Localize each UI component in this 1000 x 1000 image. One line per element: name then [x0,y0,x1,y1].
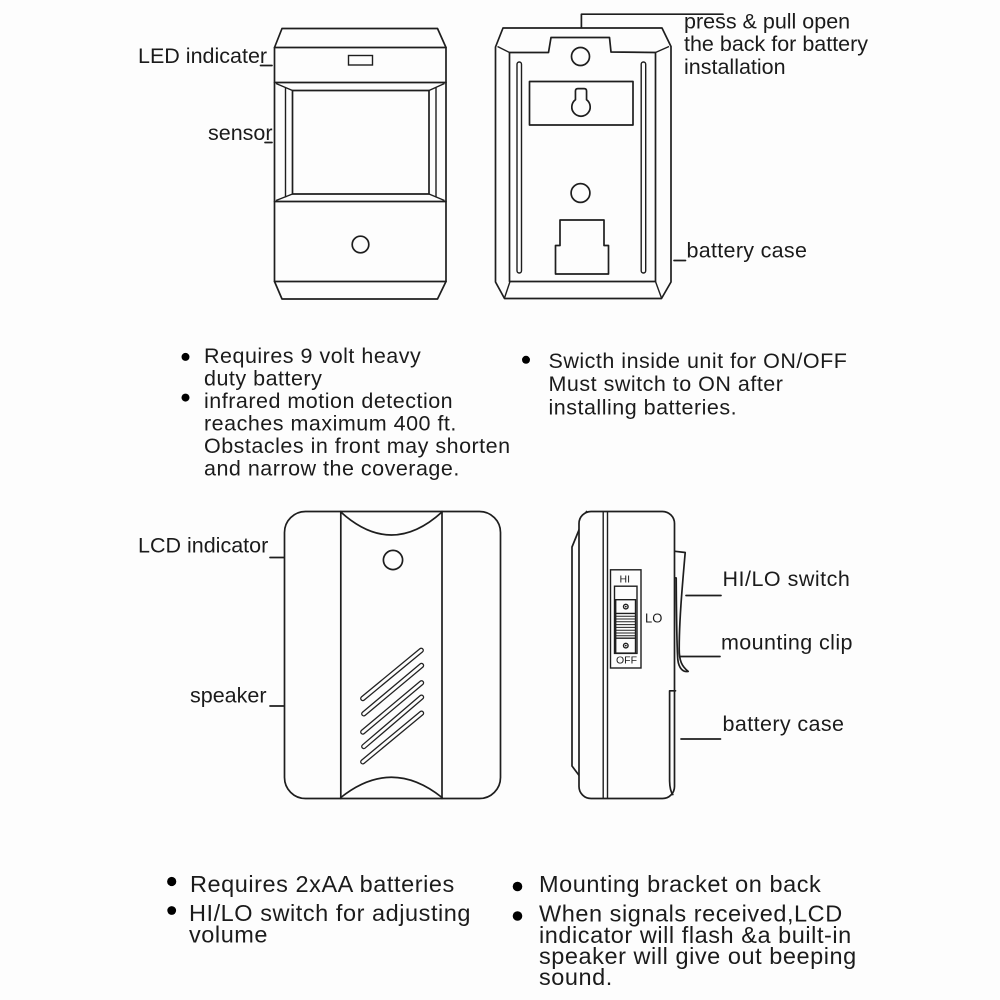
svg-text:When signals received,LCD: When signals received,LCD [539,901,843,927]
svg-text:the back for battery: the back for battery [684,32,868,56]
svg-text:press & pull open: press & pull open [684,9,850,33]
svg-text:speaker: speaker [190,684,267,708]
svg-text:indicator will flash &a built-: indicator will flash &a built-in [539,922,852,948]
svg-text:mounting clip: mounting clip [721,631,853,655]
svg-text:HI: HI [620,573,631,585]
svg-text:LCD indicator: LCD indicator [138,534,268,558]
svg-text:LED indicater: LED indicater [138,44,267,68]
svg-text:HI/LO switch: HI/LO switch [723,567,851,591]
svg-text:battery case: battery case [723,712,845,736]
svg-text:speaker will give out beeping: speaker will give out beeping [539,943,857,969]
svg-text:and narrow the coverage.: and narrow the coverage. [204,457,460,481]
svg-text:volume: volume [189,922,268,948]
svg-text:Must switch to ON after: Must switch to ON after [549,372,784,396]
svg-text:reaches maximum 400 ft.: reaches maximum 400 ft. [204,412,457,436]
svg-text:HI/LO switch for adjusting: HI/LO switch for adjusting [189,900,471,926]
svg-text:battery case: battery case [687,239,808,263]
svg-text:infrared motion detection: infrared motion detection [204,389,453,413]
svg-text:duty battery: duty battery [204,367,322,391]
svg-text:installation: installation [684,55,786,79]
svg-text:sound.: sound. [539,964,613,990]
svg-text:Swicth inside unit for ON/OFF: Swicth inside unit for ON/OFF [549,349,848,373]
svg-text:Obstacles in front may shorten: Obstacles in front may shorten [204,434,511,458]
svg-text:installing batteries.: installing batteries. [549,396,738,420]
svg-text:Mounting bracket on back: Mounting bracket on back [539,871,821,897]
svg-text:sensor: sensor [208,121,273,145]
svg-text:OFF: OFF [616,654,637,666]
svg-text:Requires 2xAA batteries: Requires 2xAA batteries [190,871,455,897]
svg-text:Requires 9 volt heavy: Requires 9 volt heavy [204,344,421,368]
svg-text:LO: LO [645,611,662,626]
